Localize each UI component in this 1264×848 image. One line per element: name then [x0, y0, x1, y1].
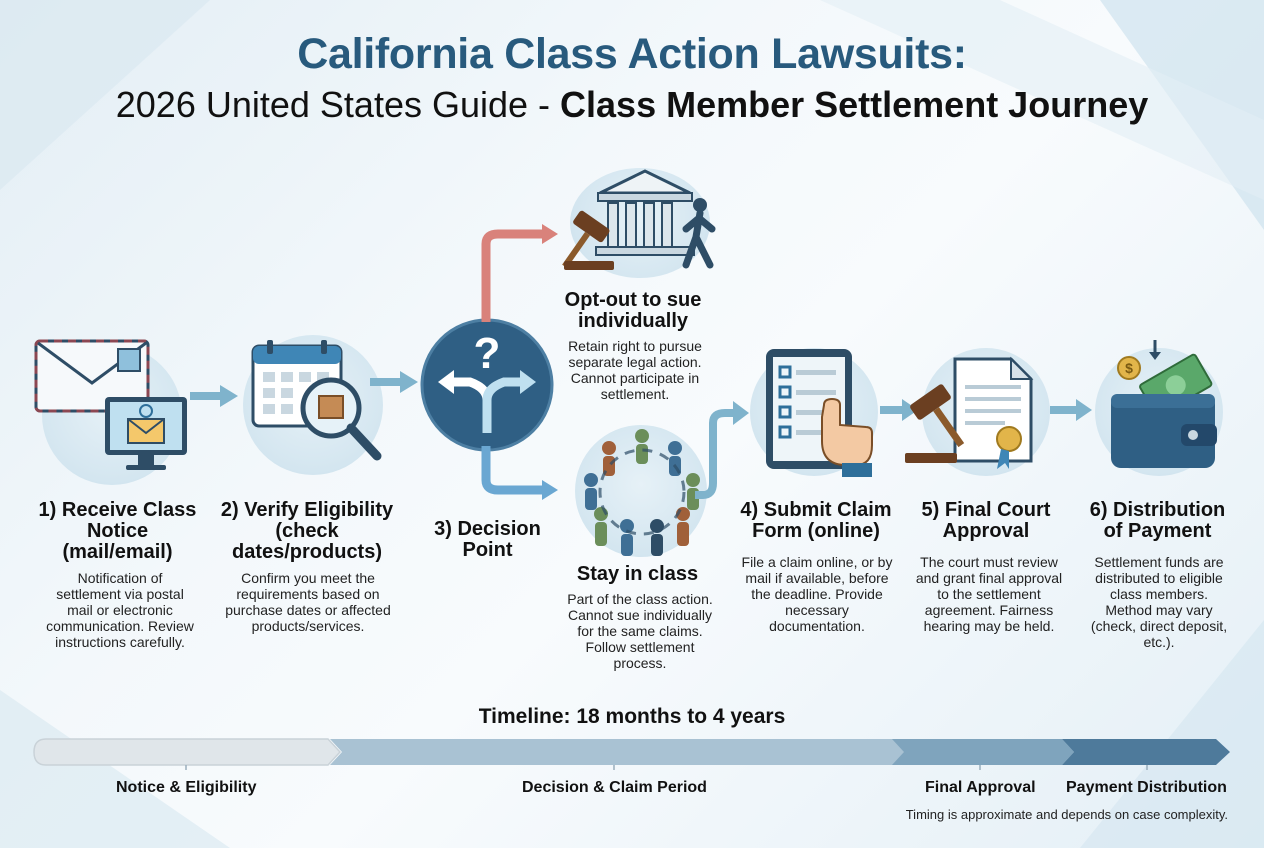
svg-text:$: $ [1125, 360, 1133, 376]
page-subtitle: 2026 United States Guide - Class Member … [0, 84, 1264, 126]
envelope-monitor-icon [34, 339, 187, 470]
question-split-arrow-icon: ? [420, 318, 554, 452]
arrow-2-to-3 [370, 371, 418, 393]
timeline-bar [33, 738, 1230, 770]
optout-branch-arrow [481, 224, 558, 322]
timeline-phase-payment: Payment Distribution [1066, 779, 1227, 796]
timeline-title: Timeline: 18 months to 4 years [478, 705, 786, 728]
arrow-5-to-6 [1050, 399, 1092, 421]
step6-desc: Settlement funds are distributed to elig… [1090, 554, 1228, 650]
optout-title: Opt-out to sue individually [564, 289, 702, 332]
stay-branch-arrow [481, 446, 558, 500]
gavel-document-seal-icon [905, 356, 1034, 469]
page-title: California Class Action Lawsuits: [297, 30, 967, 78]
arrow-stay-to-4 [695, 401, 749, 499]
step6-title: 6) Distribution of Payment [1089, 499, 1226, 542]
tablet-checklist-icon [766, 349, 873, 477]
calendar-magnifier-icon [251, 340, 382, 461]
stay-title: Stay in class [576, 563, 699, 585]
step1-title: 1) Receive Class Notice (mail/email) [38, 499, 197, 563]
subtitle-bold: Class Member Settlement Journey [560, 84, 1149, 125]
people-circle-icon [584, 429, 700, 556]
step2-title: 2) Verify Eligibility (check dates/produ… [220, 499, 394, 563]
courthouse-gavel-walking-icon [562, 169, 716, 270]
timeline-phase-notice: Notice & Eligibility [116, 779, 257, 796]
step4-desc: File a claim online, or by mail if avail… [741, 554, 893, 634]
stay-desc: Part of the class action. Cannot sue ind… [567, 591, 713, 671]
step1-desc: Notification of settlement via postal ma… [46, 570, 194, 650]
timeline-note: Timing is approximate and depends on cas… [905, 807, 1228, 822]
step2-desc: Confirm you meet the requirements based … [225, 570, 391, 634]
step4-title: 4) Submit Claim Form (online) [740, 499, 892, 542]
optout-desc: Retain right to pursue separate legal ac… [568, 338, 702, 402]
arrow-4-to-5 [880, 399, 918, 421]
wallet-money-icon: $ [1111, 340, 1217, 468]
svg-text:?: ? [474, 329, 501, 378]
step5-desc: The court must review and grant final ap… [915, 554, 1063, 634]
arrow-1-to-2 [190, 385, 238, 407]
subtitle-prefix: 2026 United States Guide - [115, 84, 561, 125]
step3-title: 3) Decision Point [434, 518, 541, 561]
timeline-phase-decision: Decision & Claim Period [522, 779, 707, 796]
timeline-phase-approval: Final Approval [925, 779, 1036, 796]
step5-title: 5) Final Court Approval [921, 499, 1051, 542]
